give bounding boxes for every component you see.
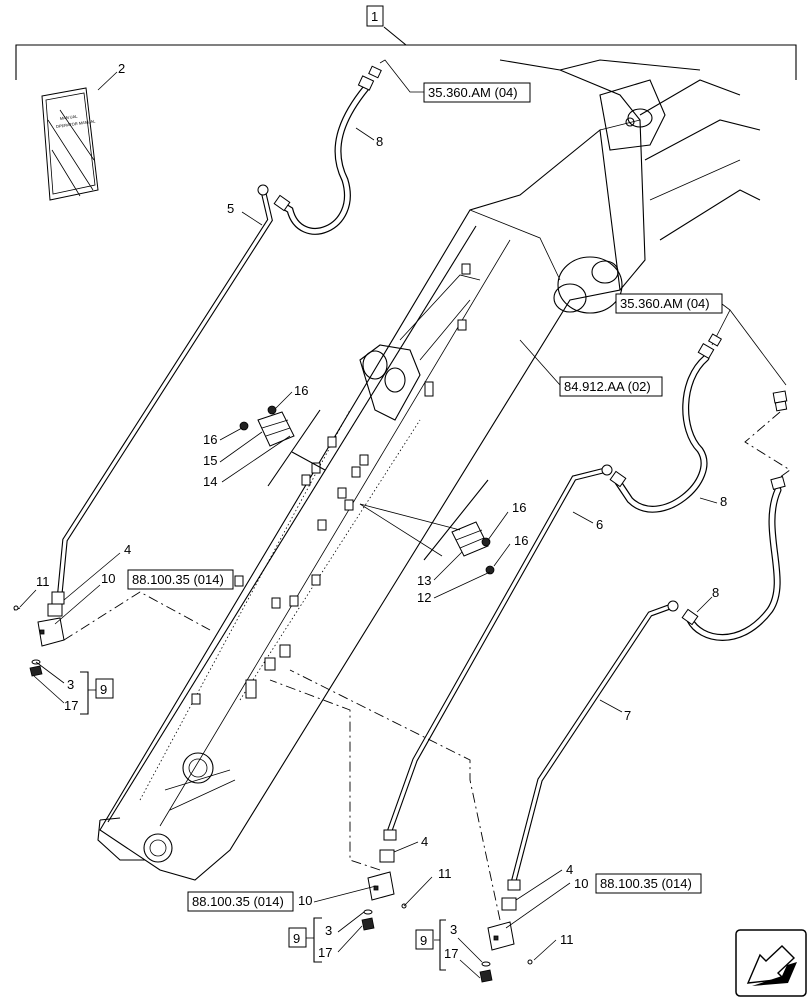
ref-box-88-100-middle: 88.100.35 (014) [187, 891, 294, 912]
left-valve-block [13, 591, 65, 677]
callout-16-c: 16 [512, 500, 526, 515]
callout-11-left: 11 [36, 574, 50, 589]
middle-valve-block [361, 829, 407, 931]
svg-text:9: 9 [293, 931, 300, 946]
svg-text:35.360.AM (04): 35.360.AM (04) [428, 85, 518, 100]
operator-manual: MAN UAL OPERATOR MANUAL [41, 87, 99, 201]
callout-17-right: 17 [444, 946, 458, 961]
callout-10-middle: 10 [298, 893, 312, 908]
callout-4-left: 4 [124, 542, 131, 557]
svg-text:84.912.AA (02): 84.912.AA (02) [564, 379, 651, 394]
callout-6: 6 [596, 517, 603, 532]
callout-17-left: 17 [64, 698, 78, 713]
hose-8-middle [609, 333, 723, 513]
callout-17-middle: 17 [318, 945, 332, 960]
callout-16-b: 16 [203, 432, 217, 447]
callout-12: 12 [417, 590, 431, 605]
svg-text:88.100.35 (014): 88.100.35 (014) [600, 876, 692, 891]
clamp-middle [451, 521, 495, 575]
callout-3-right: 3 [450, 922, 457, 937]
callout-8-top: 8 [376, 134, 383, 149]
ref-box-35-360-right: 35.360.AM (04) [615, 293, 723, 314]
ref-box-35-360-top: 35.360.AM (04) [423, 82, 531, 103]
callout-16-d: 16 [514, 533, 528, 548]
callout-15: 15 [203, 453, 217, 468]
callout-9-left: 9 [95, 678, 114, 699]
callout-3-left: 3 [67, 677, 74, 692]
clamp-upper [239, 405, 295, 447]
callout-7: 7 [624, 708, 631, 723]
ref-box-88-100-right: 88.100.35 (014) [595, 873, 702, 894]
ref-box-84-912: 84.912.AA (02) [559, 376, 663, 397]
hose-8-lower [681, 476, 786, 641]
manual-subtitle: OPERATOR MANUAL [55, 118, 96, 129]
callout-9-right: 9 [415, 929, 434, 950]
pipe-5 [57, 184, 273, 595]
callout-3-middle: 3 [325, 923, 332, 938]
ref-box-88-100-left: 88.100.35 (014) [127, 569, 234, 590]
manual-title: MAN UAL [59, 113, 78, 121]
excavator-arm [97, 59, 761, 881]
svg-text:35.360.AM (04): 35.360.AM (04) [620, 296, 710, 311]
callout-5: 5 [227, 201, 234, 216]
callout-2: 2 [118, 61, 125, 76]
callout-14: 14 [203, 474, 217, 489]
callout-1: 1 [366, 5, 384, 27]
callout-11-right: 11 [560, 932, 574, 947]
svg-text:9: 9 [420, 933, 427, 948]
callout-16-a: 16 [294, 383, 308, 398]
callout-11-middle: 11 [438, 866, 452, 881]
svg-text:88.100.35 (014): 88.100.35 (014) [132, 572, 224, 587]
svg-text:9: 9 [100, 682, 107, 697]
right-valve-block [479, 879, 533, 983]
next-page-arrow-icon[interactable] [735, 929, 807, 997]
hose-fitting-right [772, 390, 788, 412]
callout-9-middle: 9 [288, 927, 307, 948]
callout-10-right: 10 [574, 876, 588, 891]
pipe-6 [387, 464, 613, 833]
callout-10-left: 10 [101, 571, 115, 586]
callout-8-lower: 8 [712, 585, 719, 600]
callout-1-label: 1 [371, 9, 378, 24]
callout-13: 13 [417, 573, 431, 588]
svg-text:88.100.35 (014): 88.100.35 (014) [192, 894, 284, 909]
callout-4-middle: 4 [421, 834, 428, 849]
callout-4-right: 4 [566, 862, 573, 877]
assembly-bracket [15, 26, 797, 80]
callout-8-middle: 8 [720, 494, 727, 509]
pipe-7 [511, 600, 679, 883]
hose-8-top [273, 65, 382, 235]
